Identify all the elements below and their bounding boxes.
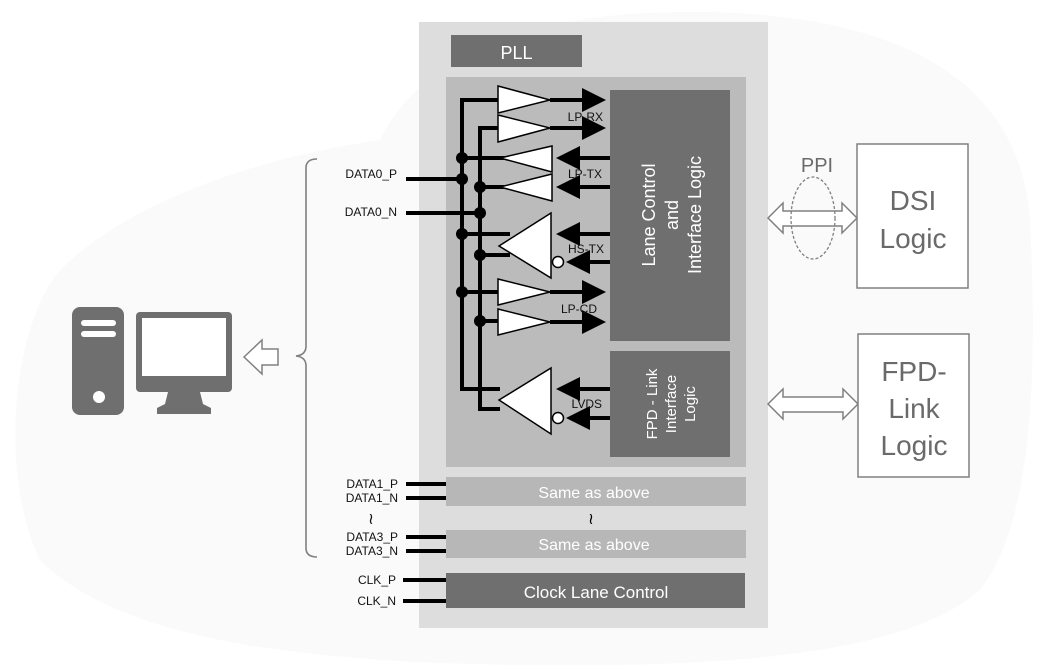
same-as-above-label-1: Same as above bbox=[538, 485, 649, 502]
pin-data1-n: DATA1_N bbox=[346, 491, 398, 505]
lp-tx-buffers: LP-TX bbox=[497, 145, 610, 202]
svg-text:FPD - Link: FPD - Link bbox=[644, 368, 661, 439]
svg-text:Lane Control: Lane Control bbox=[639, 163, 659, 266]
lp-rx-buffers: LP-RX bbox=[497, 85, 606, 143]
pin-group-brace bbox=[295, 158, 318, 558]
svg-text:Interface Logic: Interface Logic bbox=[685, 156, 705, 274]
pin-data3-p: DATA3_P bbox=[346, 530, 398, 544]
pin-stubs bbox=[403, 482, 446, 603]
pin-clk-n: CLK_N bbox=[357, 594, 396, 608]
fpd-interface-label: FPD - Link Interface Logic bbox=[644, 368, 699, 439]
pin-clk-p: CLK_P bbox=[358, 573, 396, 587]
hs-tx-inverter-bubble bbox=[551, 255, 565, 269]
pin-data3-n: DATA3_N bbox=[346, 544, 398, 558]
svg-text:Interface: Interface bbox=[663, 375, 680, 433]
clock-lane-control-label: Clock Lane Control bbox=[524, 583, 669, 602]
hollow-left-arrow-icon bbox=[242, 338, 279, 376]
ppi-dashed-ellipse bbox=[790, 176, 836, 260]
lane-control-block bbox=[610, 90, 730, 341]
dsi-logic-label-2: Logic bbox=[880, 223, 947, 254]
pin-ellipsis: ≀ bbox=[368, 511, 374, 528]
lvds-label: LVDS bbox=[572, 397, 602, 411]
same-as-above-block-2 bbox=[446, 530, 746, 558]
lp-cd-buffer-1 bbox=[497, 278, 551, 306]
pin-data0-n: DATA0_N bbox=[345, 205, 397, 219]
pin-data1-p: DATA1_P bbox=[346, 477, 398, 491]
desktop-computer-icon bbox=[72, 307, 232, 415]
svg-text:Logic: Logic bbox=[682, 386, 699, 422]
same-as-above-block-1 bbox=[446, 477, 746, 506]
lp-rx-label: LP-RX bbox=[568, 110, 603, 124]
pll-block bbox=[451, 35, 582, 67]
lp-tx-buffer-2 bbox=[497, 173, 553, 202]
svg-text:and: and bbox=[662, 200, 682, 230]
lane-ellipsis: ≀ bbox=[588, 511, 594, 528]
fpd-interface-block bbox=[610, 351, 730, 457]
fpd-link-logic-box bbox=[857, 333, 970, 478]
lane-control-label: Lane Control and Interface Logic bbox=[639, 156, 705, 274]
fpd-link-logic-label-3: Logic bbox=[881, 430, 948, 461]
pin-data0-p: DATA0_P bbox=[345, 167, 397, 181]
fpd-link-logic-label-2: Link bbox=[888, 393, 940, 424]
pll-label: PLL bbox=[500, 43, 532, 63]
lp-rx-buffer-1 bbox=[497, 85, 553, 114]
lp-cd-buffers: LP-CD bbox=[497, 278, 606, 336]
lp-tx-label: LP-TX bbox=[568, 167, 602, 181]
lp-cd-buffer-2 bbox=[497, 308, 551, 336]
lvds-buffer-group: LVDS bbox=[497, 366, 610, 436]
clock-lane-control-block bbox=[446, 573, 745, 608]
dsi-logic-label-1: DSI bbox=[890, 185, 937, 216]
fpd-link-logic-label-1: FPD- bbox=[881, 356, 946, 387]
hs-tx-buffer bbox=[497, 211, 552, 280]
bus-wires bbox=[406, 98, 510, 411]
ppi-label: PPI bbox=[801, 155, 833, 177]
junction-dots bbox=[456, 152, 486, 327]
lvds-buffer bbox=[497, 366, 552, 436]
hs-tx-buffer-group: HS-TX bbox=[497, 211, 610, 280]
pin-labels: DATA0_P DATA0_N DATA1_P DATA1_N ≀ DATA3_… bbox=[345, 167, 398, 608]
lp-tx-buffer-1 bbox=[499, 145, 553, 173]
lp-cd-label: LP-CD bbox=[561, 302, 597, 316]
lvds-inverter-bubble bbox=[551, 411, 565, 425]
same-as-above-label-2: Same as above bbox=[538, 537, 649, 554]
dsi-logic-box bbox=[856, 143, 969, 289]
lp-rx-buffer-2 bbox=[497, 114, 553, 143]
hs-tx-label: HS-TX bbox=[568, 242, 604, 256]
